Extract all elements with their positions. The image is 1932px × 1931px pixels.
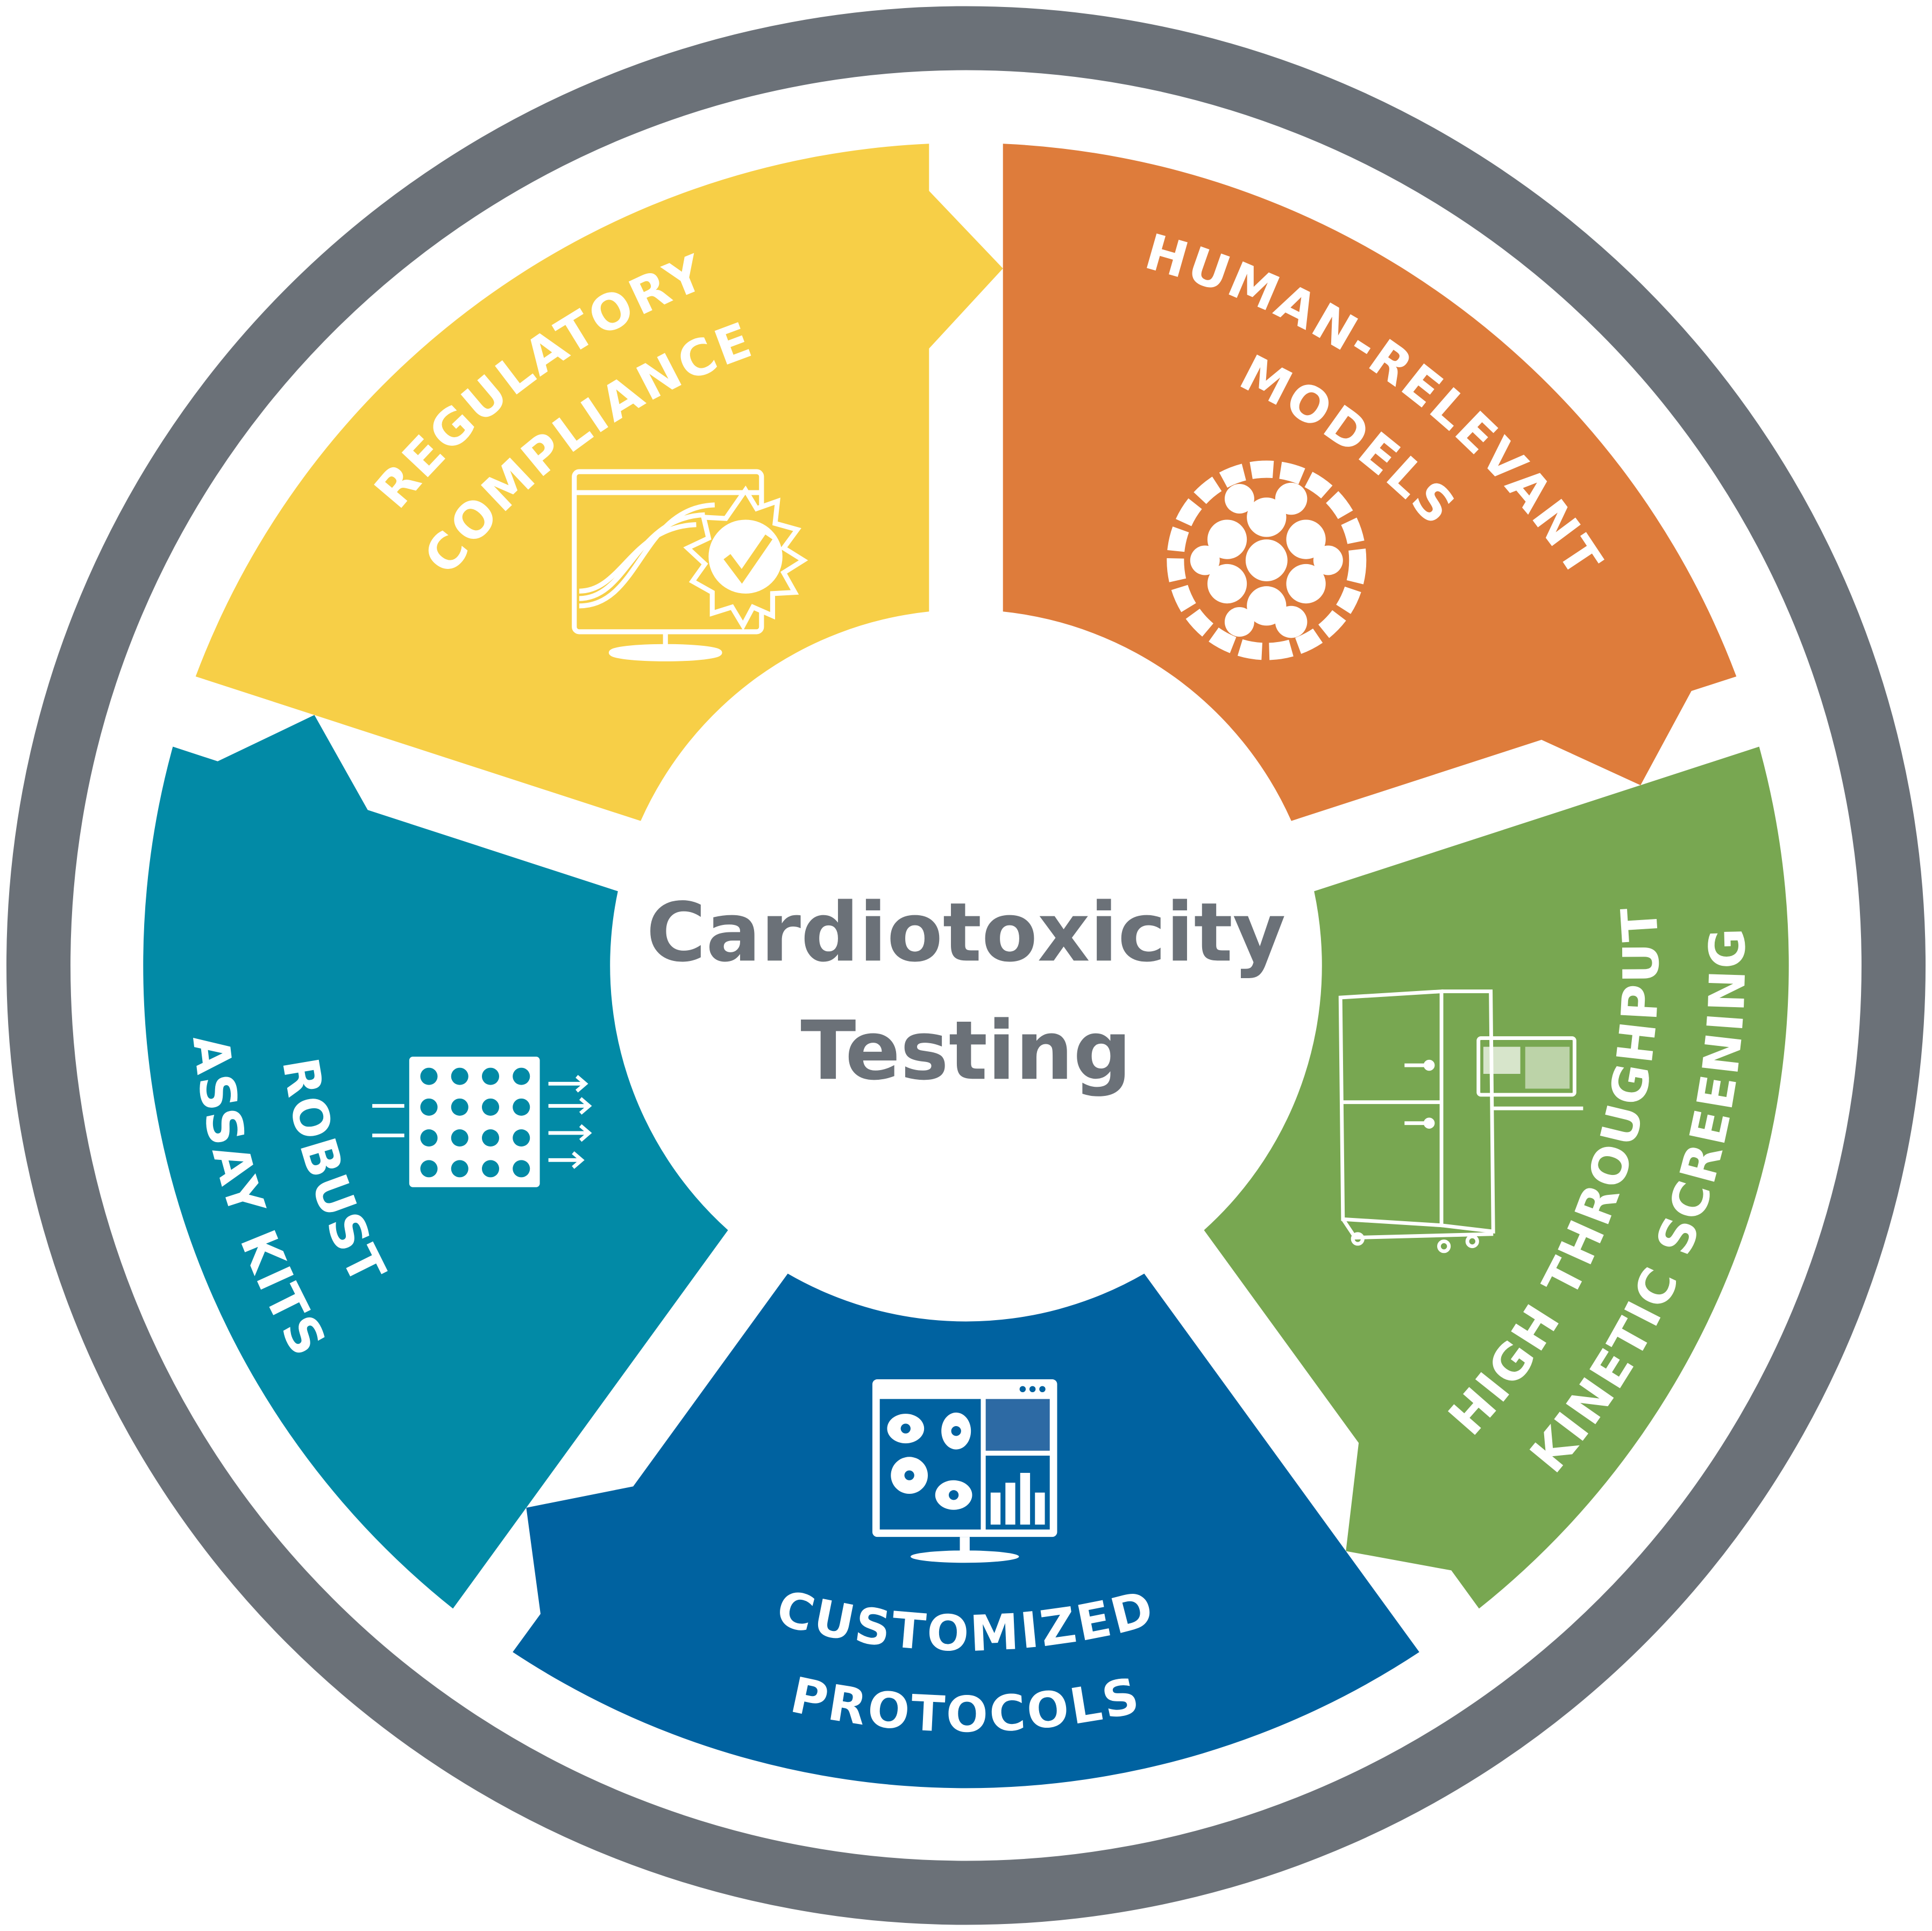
- well-dot: [420, 1129, 438, 1147]
- well-plate-icon: [372, 1056, 592, 1187]
- well-dot: [481, 1098, 500, 1116]
- well-dot: [451, 1160, 468, 1178]
- well-dot: [513, 1160, 530, 1178]
- certified-monitor-icon: [572, 469, 808, 661]
- instrument-icon: [1338, 989, 1583, 1253]
- well-dot: [451, 1067, 468, 1085]
- well-dot: [420, 1098, 438, 1116]
- well-dot: [451, 1129, 468, 1147]
- well-dot: [513, 1098, 530, 1116]
- cell-cluster-icon: [1167, 460, 1367, 660]
- segment-human-relevant-models: [1003, 144, 1737, 821]
- well-dot: [513, 1067, 530, 1085]
- imaging-monitor-icon: [872, 1379, 1057, 1563]
- well-dot: [481, 1160, 500, 1178]
- well-dot: [420, 1067, 438, 1085]
- well-dot: [451, 1098, 468, 1116]
- well-dot: [513, 1129, 530, 1147]
- well-dot: [481, 1129, 500, 1147]
- well-dot: [420, 1160, 438, 1178]
- center-title-line1: Cardiotoxicity: [647, 885, 1286, 980]
- segment-high-throughput-screening: [1204, 746, 1789, 1609]
- center-title-line2: Testing: [800, 1003, 1131, 1098]
- segment-regulatory-compliance: [195, 144, 1003, 821]
- well-dot: [481, 1067, 500, 1085]
